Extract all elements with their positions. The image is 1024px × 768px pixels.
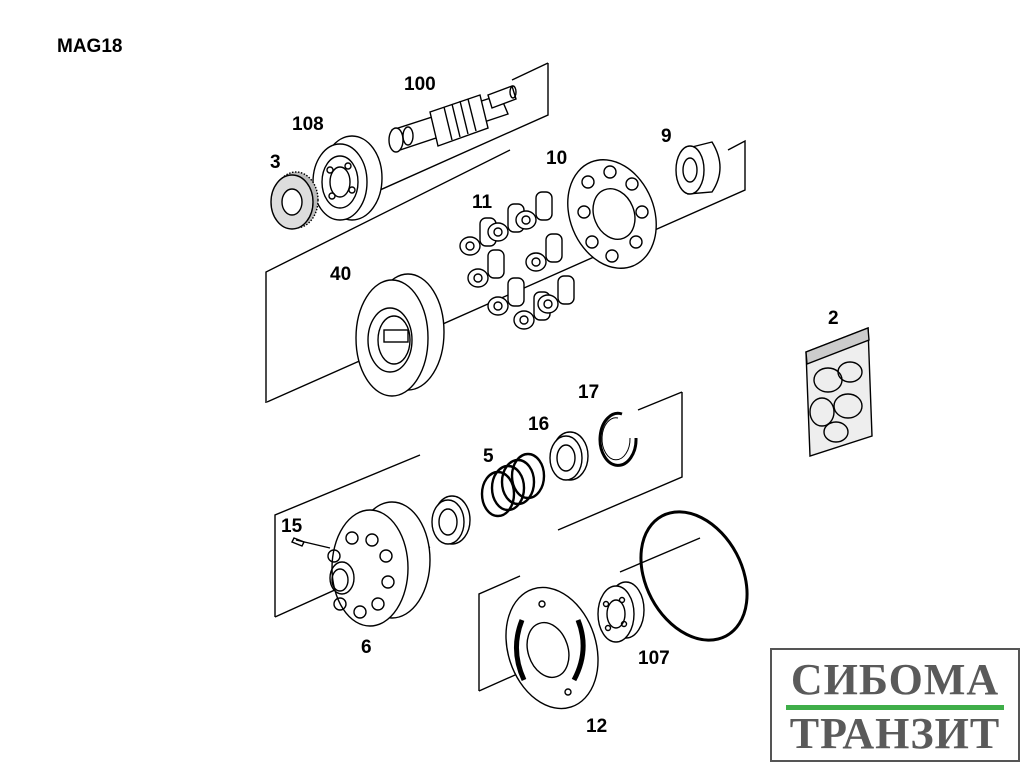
diagram-title: MAG18 (57, 36, 123, 57)
group-frame-top (265, 62, 746, 403)
valve-plate-part-10 (567, 159, 657, 269)
label-40: 40 (330, 264, 351, 285)
shaft-part-100 (388, 85, 517, 153)
label-11: 11 (472, 192, 493, 213)
label-15: 15 (281, 516, 303, 537)
logo-green-bar (786, 705, 1004, 710)
o-ring-large (639, 510, 749, 642)
label-5: 5 (483, 446, 494, 467)
seal-part-3 (270, 171, 319, 230)
company-logo: СИБОМА ТРАНЗИТ (770, 648, 1020, 762)
logo-line-1: СИБОМА (790, 655, 1000, 704)
label-16: 16 (528, 414, 549, 435)
bearing-part-107 (597, 581, 645, 643)
label-17: 17 (578, 382, 599, 403)
seal-kit-bag-part-2 (805, 326, 873, 457)
label-107: 107 (638, 648, 670, 669)
label-12: 12 (586, 716, 607, 737)
bushing-part-9 (675, 141, 721, 195)
label-100: 100 (404, 74, 436, 95)
label-3: 3 (270, 152, 281, 173)
label-108: 108 (292, 114, 324, 135)
snap-ring-part-17 (598, 411, 638, 467)
label-9: 9 (661, 126, 672, 147)
label-10: 10 (546, 148, 567, 169)
cylinder-block-part-6 (327, 501, 431, 627)
pistons-part-11 (459, 191, 575, 330)
label-2: 2 (828, 308, 839, 329)
bearing-part-108 (312, 135, 383, 221)
valve-plate-part-12 (505, 586, 599, 710)
washer-part-16 (549, 431, 589, 481)
spring-part-5 (480, 452, 546, 518)
spacer-ring (431, 495, 471, 545)
swash-plate-part-40 (355, 273, 445, 397)
part-labels: 100 108 3 10 9 11 40 2 17 16 5 15 6 107 … (270, 74, 839, 737)
logo-line-2: ТРАНЗИТ (789, 709, 1001, 758)
label-6: 6 (361, 637, 372, 658)
